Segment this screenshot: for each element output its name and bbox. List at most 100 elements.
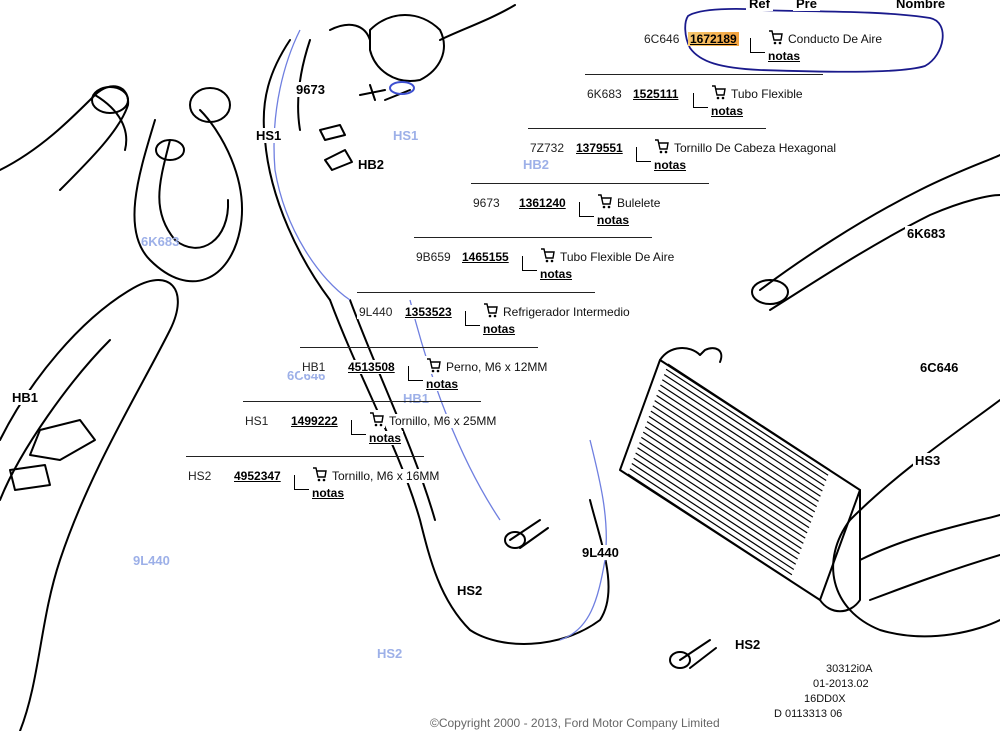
part-ref: HS1 [243, 414, 271, 429]
intercooler-end-tank [819, 489, 861, 613]
add-to-cart-icon[interactable] [595, 191, 613, 210]
notes-link[interactable]: notas [709, 103, 746, 118]
ghost-callout-hs1: HS1 [393, 128, 419, 143]
intercooler-fins [627, 363, 831, 581]
part-name: Tornillo, M6 x 16MM [330, 468, 442, 483]
part-row: 9673 1361240 Bulelete notas [471, 182, 1000, 227]
left-tube-mid-collar [155, 139, 185, 161]
callout-hs1[interactable]: HS1 [254, 128, 284, 143]
add-to-cart-icon[interactable] [538, 246, 556, 265]
notes-link[interactable]: notas [652, 158, 689, 173]
part-number-link[interactable]: 1499222 [289, 414, 340, 429]
part-number-link[interactable]: 1379551 [574, 141, 625, 156]
part-number-link[interactable]: 4952347 [232, 468, 283, 483]
row-divider [243, 401, 481, 403]
part-number-link[interactable]: 1353523 [403, 305, 454, 319]
add-to-cart-icon[interactable] [310, 464, 328, 483]
add-to-cart-icon[interactable] [424, 355, 442, 374]
part-name: Bulelete [615, 195, 663, 210]
intercooler-fin [639, 442, 802, 550]
part-ref: 9673 [471, 195, 502, 210]
notes-link[interactable]: notas [310, 485, 347, 500]
right-tube-2 [769, 194, 1000, 311]
ghost-callout-6k683: 6K683 [141, 234, 180, 249]
notes-link[interactable]: notas [367, 431, 404, 446]
drawing-ref: D 0113313 06 [774, 708, 843, 720]
callout-hs2-mid[interactable]: HS2 [455, 583, 485, 598]
drawing-code: 30312i0A [826, 663, 873, 675]
cart-leader [465, 311, 480, 326]
part-number-link[interactable]: 1361240 [517, 195, 568, 210]
callout-hs2-bottom[interactable]: HS2 [733, 637, 763, 652]
add-to-cart-icon[interactable] [766, 28, 784, 46]
cart-leader [750, 38, 765, 53]
left-duct-outline [0, 85, 130, 191]
throttle-body [369, 14, 445, 82]
right-lower-duct [859, 514, 1000, 561]
outer-hose-left [0, 279, 179, 731]
cart-leader [522, 256, 537, 272]
part-number-link[interactable]: 1672189 [688, 32, 739, 46]
callout-6c646[interactable]: 6C646 [918, 360, 961, 375]
intercooler-fin [627, 473, 791, 581]
row-divider [528, 128, 766, 130]
center-hose-inner [349, 299, 436, 521]
intercooler-fin [637, 447, 800, 555]
row-divider [300, 346, 538, 348]
row-divider [414, 237, 652, 239]
intercooler-fin [642, 431, 806, 539]
notes-link[interactable]: notas [481, 322, 518, 336]
add-to-cart-icon[interactable] [652, 137, 670, 156]
left-tube-body [158, 139, 230, 249]
add-to-cart-icon[interactable] [481, 301, 499, 319]
part-name: Refrigerador Intermedio [501, 305, 632, 319]
left-tube-collar [189, 87, 231, 123]
bolt-9673 [359, 84, 386, 101]
leader-upper [273, 29, 351, 301]
callout-9673[interactable]: 9673 [294, 82, 327, 97]
callout-9l440[interactable]: 9L440 [580, 545, 621, 560]
upper-hose [262, 39, 331, 301]
part-ref: 9L440 [357, 305, 395, 319]
row-divider [186, 455, 424, 457]
intercooler-fin [663, 373, 827, 481]
intercooler-fin [652, 405, 816, 513]
add-to-cart-icon[interactable] [367, 410, 385, 429]
callout-hb1[interactable]: HB1 [10, 390, 41, 405]
intercooler-fin [660, 384, 823, 492]
notes-link[interactable]: notas [424, 376, 461, 391]
part-ref: 7Z732 [528, 141, 567, 156]
part-ref: 9B659 [414, 250, 453, 265]
throttle-pipe [329, 23, 371, 41]
ghost-callout-9l440: 9L440 [133, 553, 170, 568]
add-to-cart-icon[interactable] [709, 82, 727, 101]
outer-hose-right [0, 339, 111, 501]
bolt-9673-2 [384, 89, 411, 101]
drawing-date: 01-2013.02 [813, 678, 869, 690]
right-tube-collar [751, 279, 789, 305]
part-number-link[interactable]: 1465155 [460, 250, 511, 265]
cart-leader [636, 147, 651, 163]
notes-link[interactable]: notas [538, 267, 575, 282]
callout-hs3[interactable]: HS3 [913, 453, 943, 468]
notes-link[interactable]: notas [595, 212, 632, 227]
left-duct-collar [91, 86, 129, 114]
intercooler-fin [631, 463, 795, 571]
cart-leader [351, 420, 366, 436]
left-bracket-2 [9, 464, 51, 491]
part-number-link[interactable]: 4513508 [346, 359, 397, 374]
callout-6k683[interactable]: 6K683 [905, 226, 948, 241]
notes-link[interactable]: notas [766, 49, 803, 63]
intercooler-fin [644, 426, 808, 534]
bolt-hs2-mid [509, 519, 549, 549]
clip-hs1 [319, 124, 346, 141]
callout-hb2[interactable]: HB2 [356, 157, 387, 172]
part-number-link[interactable]: 1525111 [631, 86, 681, 101]
intercooler-fin [629, 468, 793, 576]
left-long-tube [133, 109, 243, 283]
